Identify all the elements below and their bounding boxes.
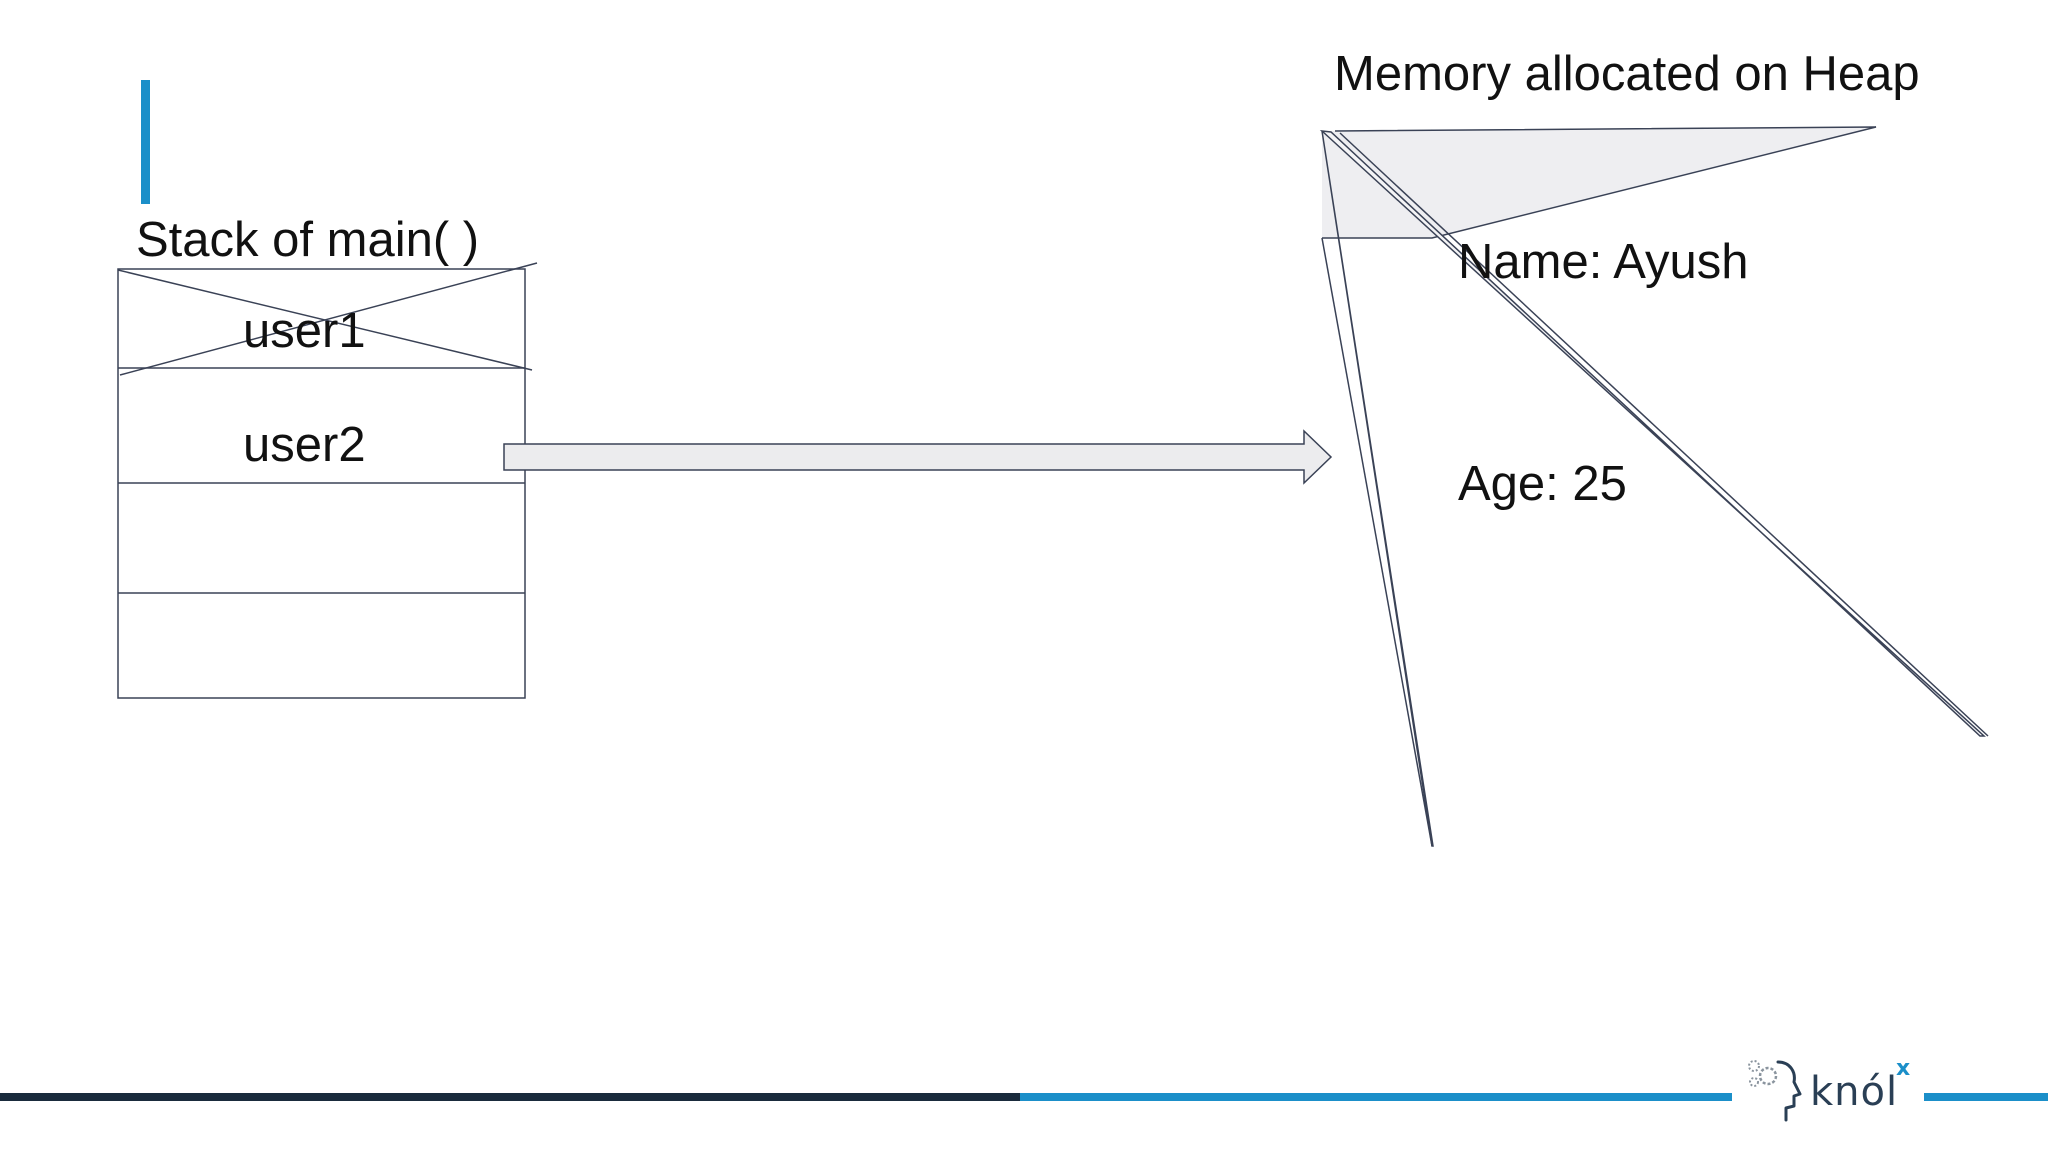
footer-bar-light — [1020, 1093, 2048, 1101]
stack-cell-user2: user2 — [243, 418, 366, 472]
stack-title: Stack of main( ) — [136, 213, 480, 267]
heap-title: Memory allocated on Heap — [1334, 47, 1920, 101]
reference-arrow — [503, 429, 1333, 485]
footer-bar-dark — [0, 1093, 1020, 1101]
heap-object — [1319, 126, 1989, 847]
heap-field-name: Name: Ayush — [1458, 235, 1749, 289]
slide-accent-bar — [141, 80, 150, 204]
logo-superscript: x — [1896, 1056, 1911, 1081]
knolx-logo: knól x — [1732, 1040, 1924, 1132]
logo-text: knól — [1810, 1069, 1899, 1115]
head-gears-icon — [1748, 1060, 1802, 1122]
stack-cell-user1: user1 — [243, 304, 366, 358]
user1-cross-out — [117, 262, 538, 376]
heap-field-age: Age: 25 — [1458, 457, 1627, 511]
stack-frame — [117, 268, 526, 699]
